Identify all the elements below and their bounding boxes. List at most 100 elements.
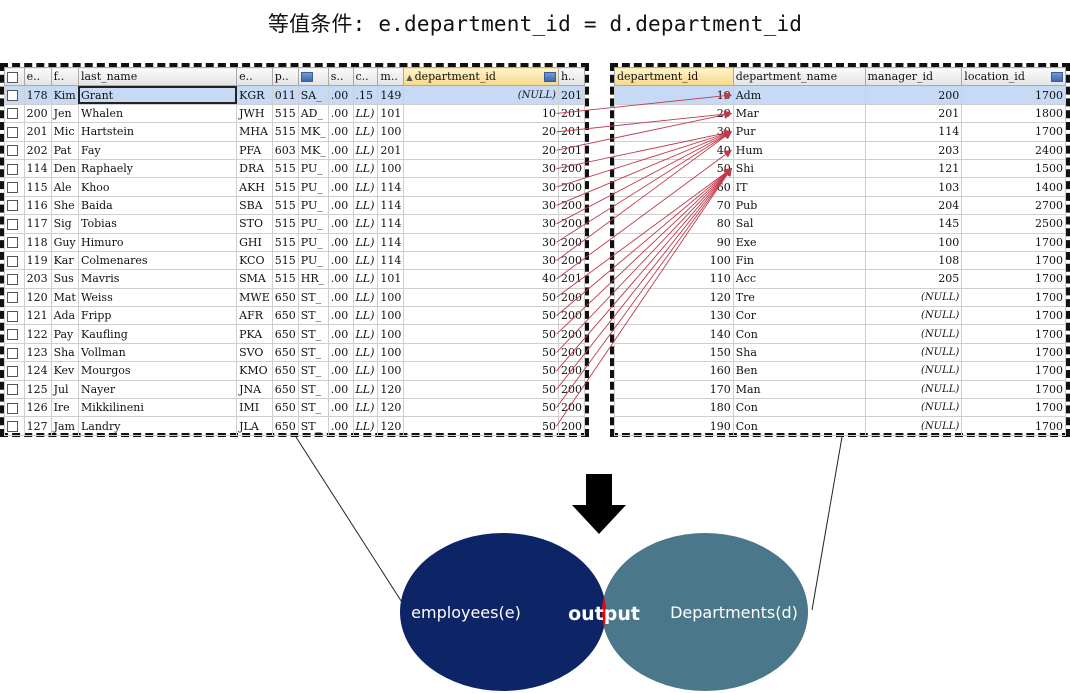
employees-column-header[interactable]: s.. bbox=[327, 66, 354, 87]
table-cell[interactable]: 115 bbox=[23, 177, 52, 197]
table-cell[interactable]: 119 bbox=[23, 250, 52, 271]
table-cell[interactable]: 101 bbox=[377, 269, 405, 289]
table-cell[interactable]: STO bbox=[236, 214, 273, 234]
table-cell[interactable]: LL) bbox=[352, 103, 379, 124]
table-cell[interactable]: 2500 bbox=[961, 214, 1066, 234]
table-cell[interactable]: 121 bbox=[864, 158, 963, 179]
table-cell[interactable]: Ada bbox=[50, 306, 79, 326]
row-checkbox[interactable] bbox=[4, 306, 25, 326]
table-cell[interactable]: 201 bbox=[557, 269, 586, 289]
employees-column-header[interactable]: e.. bbox=[236, 66, 273, 87]
table-cell[interactable]: SMA bbox=[236, 269, 273, 289]
table-cell[interactable]: .00 bbox=[327, 250, 354, 271]
table-cell[interactable]: 650 bbox=[271, 342, 299, 363]
table-cell[interactable]: Tobias bbox=[77, 214, 238, 234]
table-cell[interactable]: LL) bbox=[352, 214, 379, 234]
table-cell[interactable]: Kim bbox=[50, 85, 79, 105]
table-cell[interactable]: 200 bbox=[864, 85, 963, 105]
table-cell[interactable]: (NULL) bbox=[864, 306, 963, 326]
table-cell[interactable]: (NULL) bbox=[403, 85, 559, 105]
table-cell[interactable]: 100 bbox=[377, 361, 405, 381]
table-cell[interactable]: 170 bbox=[614, 379, 734, 400]
table-cell[interactable]: 120 bbox=[23, 287, 52, 308]
table-cell[interactable]: 200 bbox=[557, 379, 586, 400]
table-cell[interactable]: 650 bbox=[271, 287, 299, 308]
table-cell[interactable]: (NULL) bbox=[864, 324, 963, 344]
table-cell[interactable]: 201 bbox=[864, 103, 963, 124]
table-cell[interactable]: Cor bbox=[732, 306, 866, 326]
table-cell[interactable]: Ale bbox=[50, 177, 79, 197]
row-checkbox[interactable] bbox=[4, 398, 25, 418]
table-cell[interactable]: DRA bbox=[236, 158, 273, 179]
table-cell[interactable]: 1700 bbox=[961, 306, 1066, 326]
table-cell[interactable]: PFA bbox=[236, 140, 273, 160]
table-cell[interactable]: 118 bbox=[23, 232, 52, 252]
table-cell[interactable]: .00 bbox=[327, 306, 354, 326]
table-cell[interactable]: 50 bbox=[403, 306, 559, 326]
table-cell[interactable]: 50 bbox=[403, 398, 559, 418]
table-cell[interactable]: .00 bbox=[327, 122, 354, 142]
table-cell[interactable]: .00 bbox=[327, 140, 354, 160]
table-cell[interactable]: 201 bbox=[557, 103, 586, 124]
table-cell[interactable]: LL) bbox=[352, 306, 379, 326]
table-cell[interactable]: MWE bbox=[236, 287, 273, 308]
table-cell[interactable]: 123 bbox=[23, 342, 52, 363]
table-cell[interactable]: .00 bbox=[327, 103, 354, 124]
table-cell[interactable]: 114 bbox=[377, 232, 405, 252]
table-cell[interactable]: .15 bbox=[352, 85, 379, 105]
table-cell[interactable]: 1700 bbox=[961, 250, 1066, 271]
table-cell[interactable]: ST_ bbox=[297, 342, 329, 363]
table-cell[interactable]: 160 bbox=[614, 361, 734, 381]
table-cell[interactable]: 122 bbox=[23, 324, 52, 344]
table-cell[interactable]: 10 bbox=[614, 85, 734, 105]
grid-filter-icon[interactable] bbox=[300, 72, 313, 83]
table-cell[interactable]: 130 bbox=[614, 306, 734, 326]
select-all-checkbox[interactable] bbox=[4, 66, 25, 87]
table-cell[interactable]: Landry bbox=[77, 416, 238, 436]
table-cell[interactable]: 114 bbox=[377, 250, 405, 271]
table-cell[interactable]: 2700 bbox=[961, 195, 1066, 216]
table-cell[interactable]: 120 bbox=[377, 379, 405, 400]
table-cell[interactable]: PU_ bbox=[297, 250, 329, 271]
table-cell[interactable]: Colmenares bbox=[77, 250, 238, 271]
table-cell[interactable]: ST_ bbox=[297, 324, 329, 344]
table-cell[interactable]: Sus bbox=[50, 269, 79, 289]
table-cell[interactable]: Vollman bbox=[77, 342, 238, 363]
table-cell[interactable]: 30 bbox=[403, 177, 559, 197]
table-cell[interactable]: 149 bbox=[377, 85, 405, 105]
table-cell[interactable]: .00 bbox=[327, 361, 354, 381]
table-cell[interactable]: MK_ bbox=[297, 122, 329, 142]
table-cell[interactable]: 1700 bbox=[961, 324, 1066, 344]
table-cell[interactable]: Con bbox=[732, 398, 866, 418]
row-checkbox[interactable] bbox=[4, 232, 25, 252]
table-cell[interactable]: AKH bbox=[236, 177, 273, 197]
table-cell[interactable]: AFR bbox=[236, 306, 273, 326]
employees-column-header[interactable]: ▲department_id bbox=[403, 66, 559, 87]
row-checkbox[interactable] bbox=[4, 214, 25, 234]
table-cell[interactable]: .00 bbox=[327, 177, 354, 197]
table-cell[interactable]: Whalen bbox=[77, 103, 238, 124]
sort-ascending-icon[interactable]: ▲ bbox=[406, 73, 413, 83]
table-cell[interactable]: KCO bbox=[236, 250, 273, 271]
table-cell[interactable]: Hum bbox=[732, 140, 866, 160]
table-cell[interactable]: Grant bbox=[77, 85, 238, 105]
table-cell[interactable]: 200 bbox=[557, 324, 586, 344]
table-cell[interactable]: (NULL) bbox=[864, 287, 963, 308]
table-cell[interactable]: 100 bbox=[377, 342, 405, 363]
table-cell[interactable]: 20 bbox=[403, 140, 559, 160]
table-cell[interactable]: Kar bbox=[50, 250, 79, 271]
table-cell[interactable]: 100 bbox=[864, 232, 963, 252]
row-checkbox[interactable] bbox=[4, 122, 25, 142]
